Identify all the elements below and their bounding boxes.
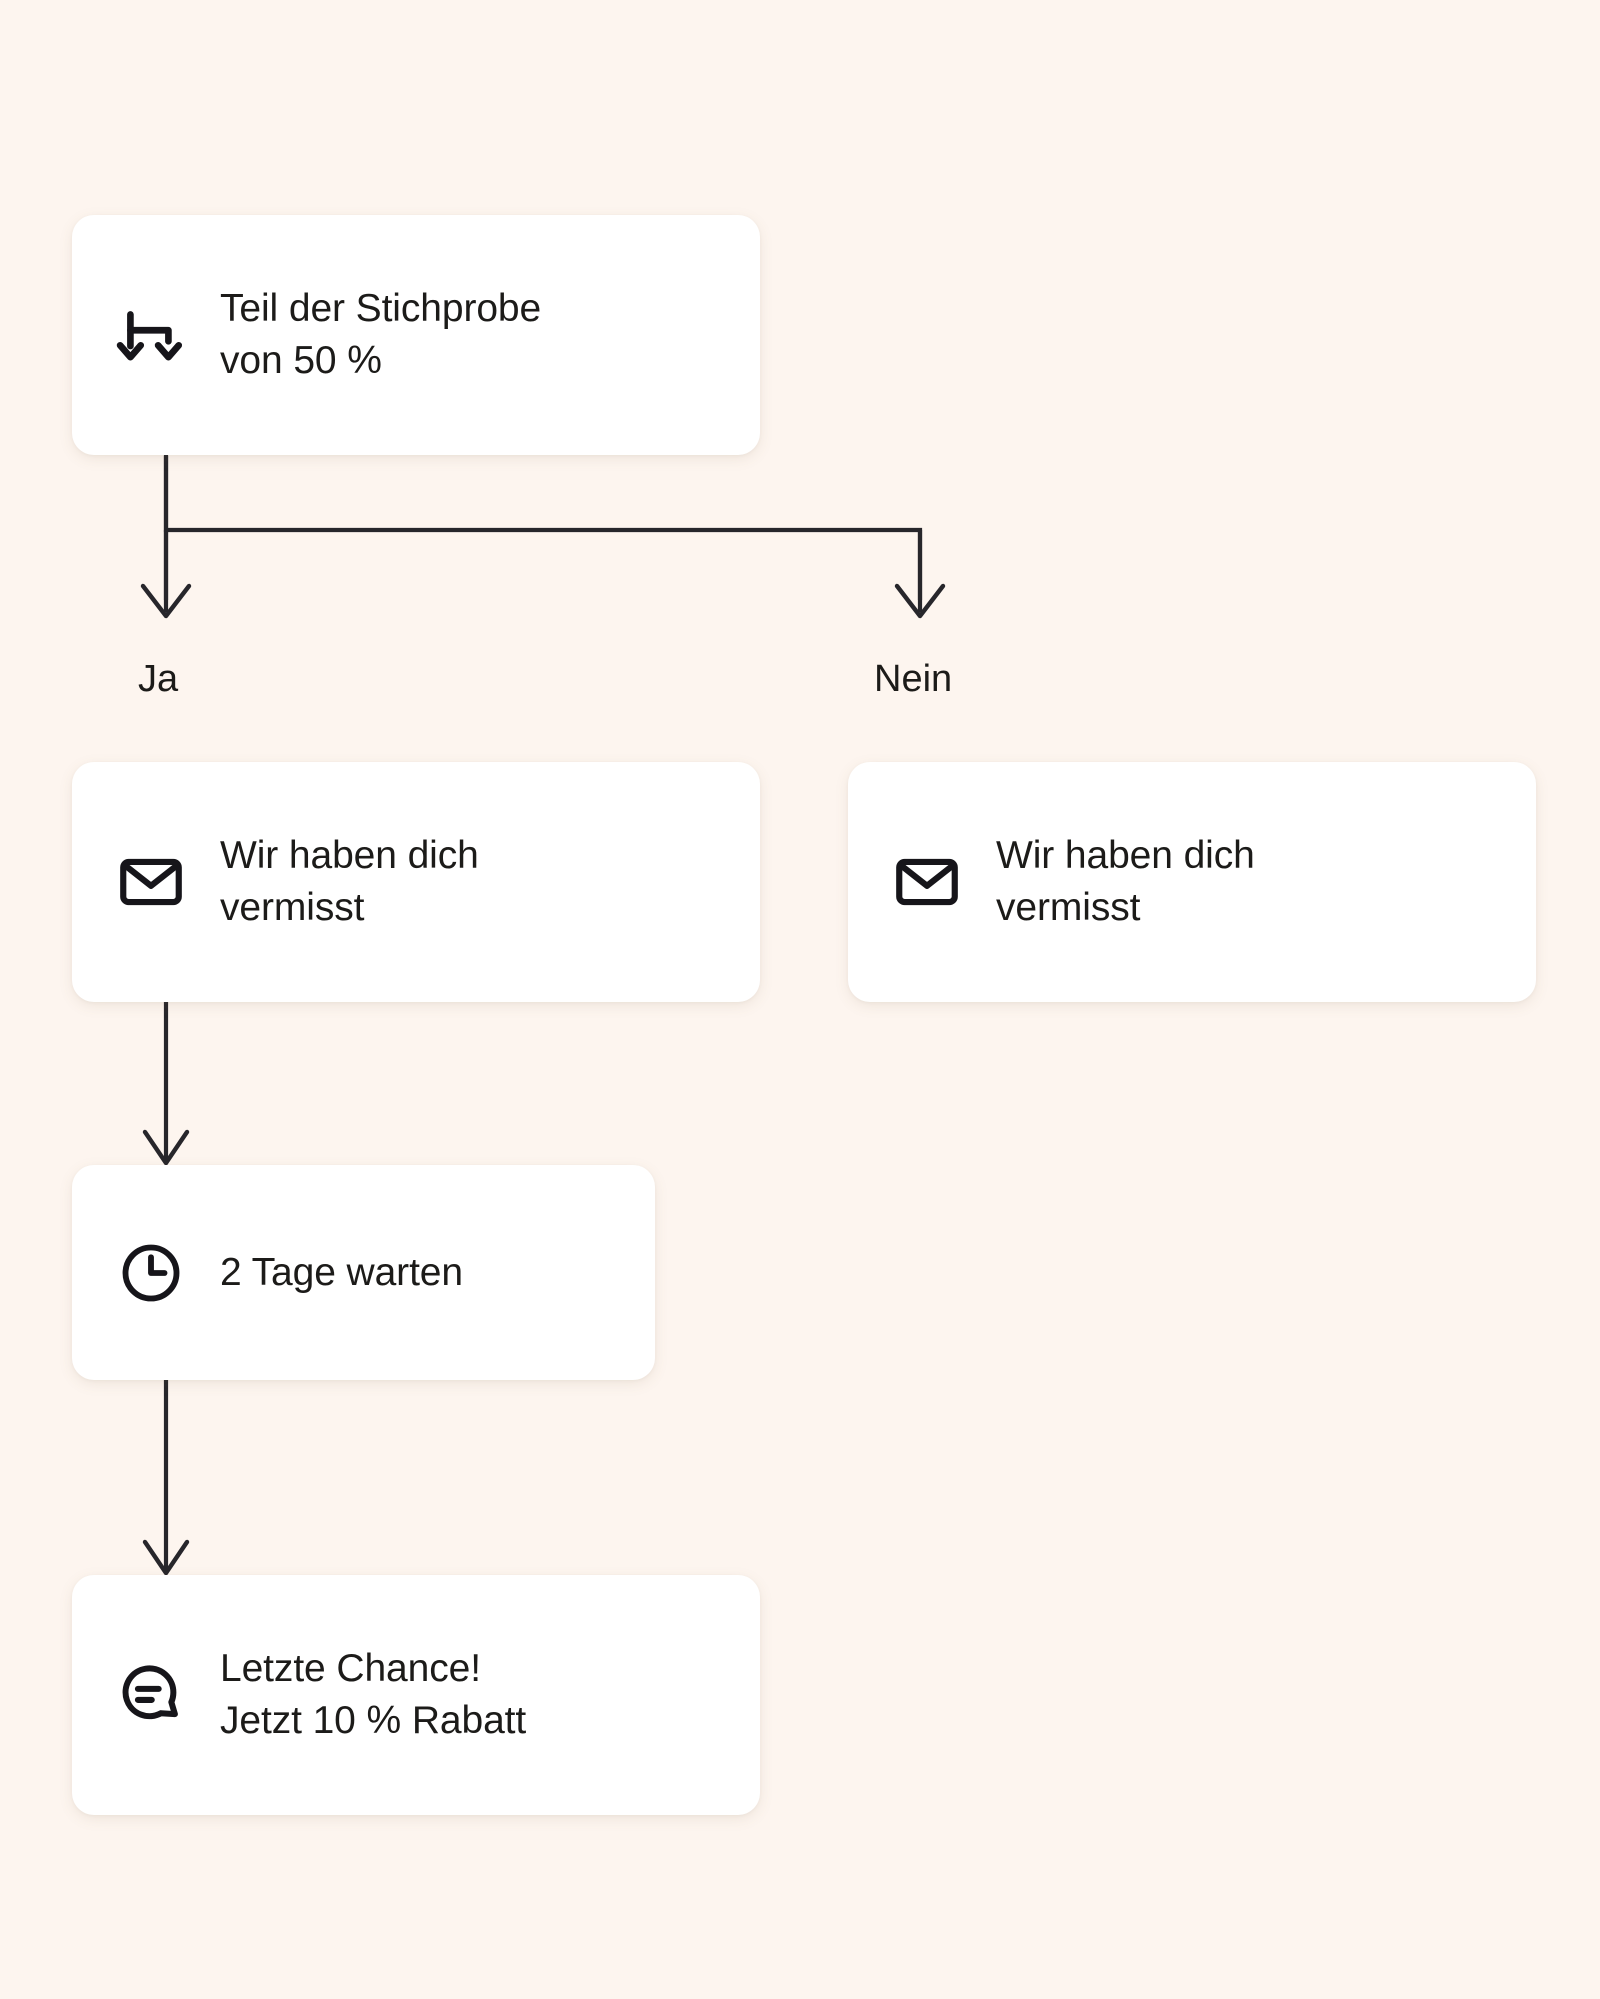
node-label-wait: 2 Tage warten — [220, 1250, 463, 1294]
node-card-lastchance[interactable]: Letzte Chance! Jetzt 10 % Rabatt — [72, 1575, 760, 1815]
envelope-icon — [112, 843, 190, 921]
split-branch-icon — [112, 296, 190, 374]
edge-split-to-branches — [163, 455, 923, 600]
edge-wait-to-lastchance — [142, 1380, 190, 1576]
node-card-wait[interactable]: 2 Tage warten — [72, 1165, 655, 1380]
clock-icon — [112, 1234, 190, 1312]
node-label-email-no: Wir haben dich vermisst — [996, 834, 1255, 929]
node-label-split: Teil der Stichprobe von 50 % — [220, 287, 542, 382]
branch-label-yes: Ja — [138, 658, 179, 700]
envelope-icon — [888, 843, 966, 921]
branch-label-no: Nein — [874, 658, 953, 700]
chat-bubble-icon — [112, 1656, 190, 1734]
edge-arrow-yes — [140, 456, 192, 619]
node-card-email-no[interactable]: Wir haben dich vermisst — [848, 762, 1536, 1002]
edge-email-to-wait — [142, 1002, 190, 1166]
node-label-lastchance: Letzte Chance! Jetzt 10 % Rabatt — [220, 1647, 527, 1742]
node-label-email-yes: Wir haben dich vermisst — [220, 834, 479, 929]
node-card-split[interactable]: Teil der Stichprobe von 50 % — [72, 215, 760, 455]
node-card-email-yes[interactable]: Wir haben dich vermisst — [72, 762, 760, 1002]
edge-arrow-no — [894, 530, 946, 619]
